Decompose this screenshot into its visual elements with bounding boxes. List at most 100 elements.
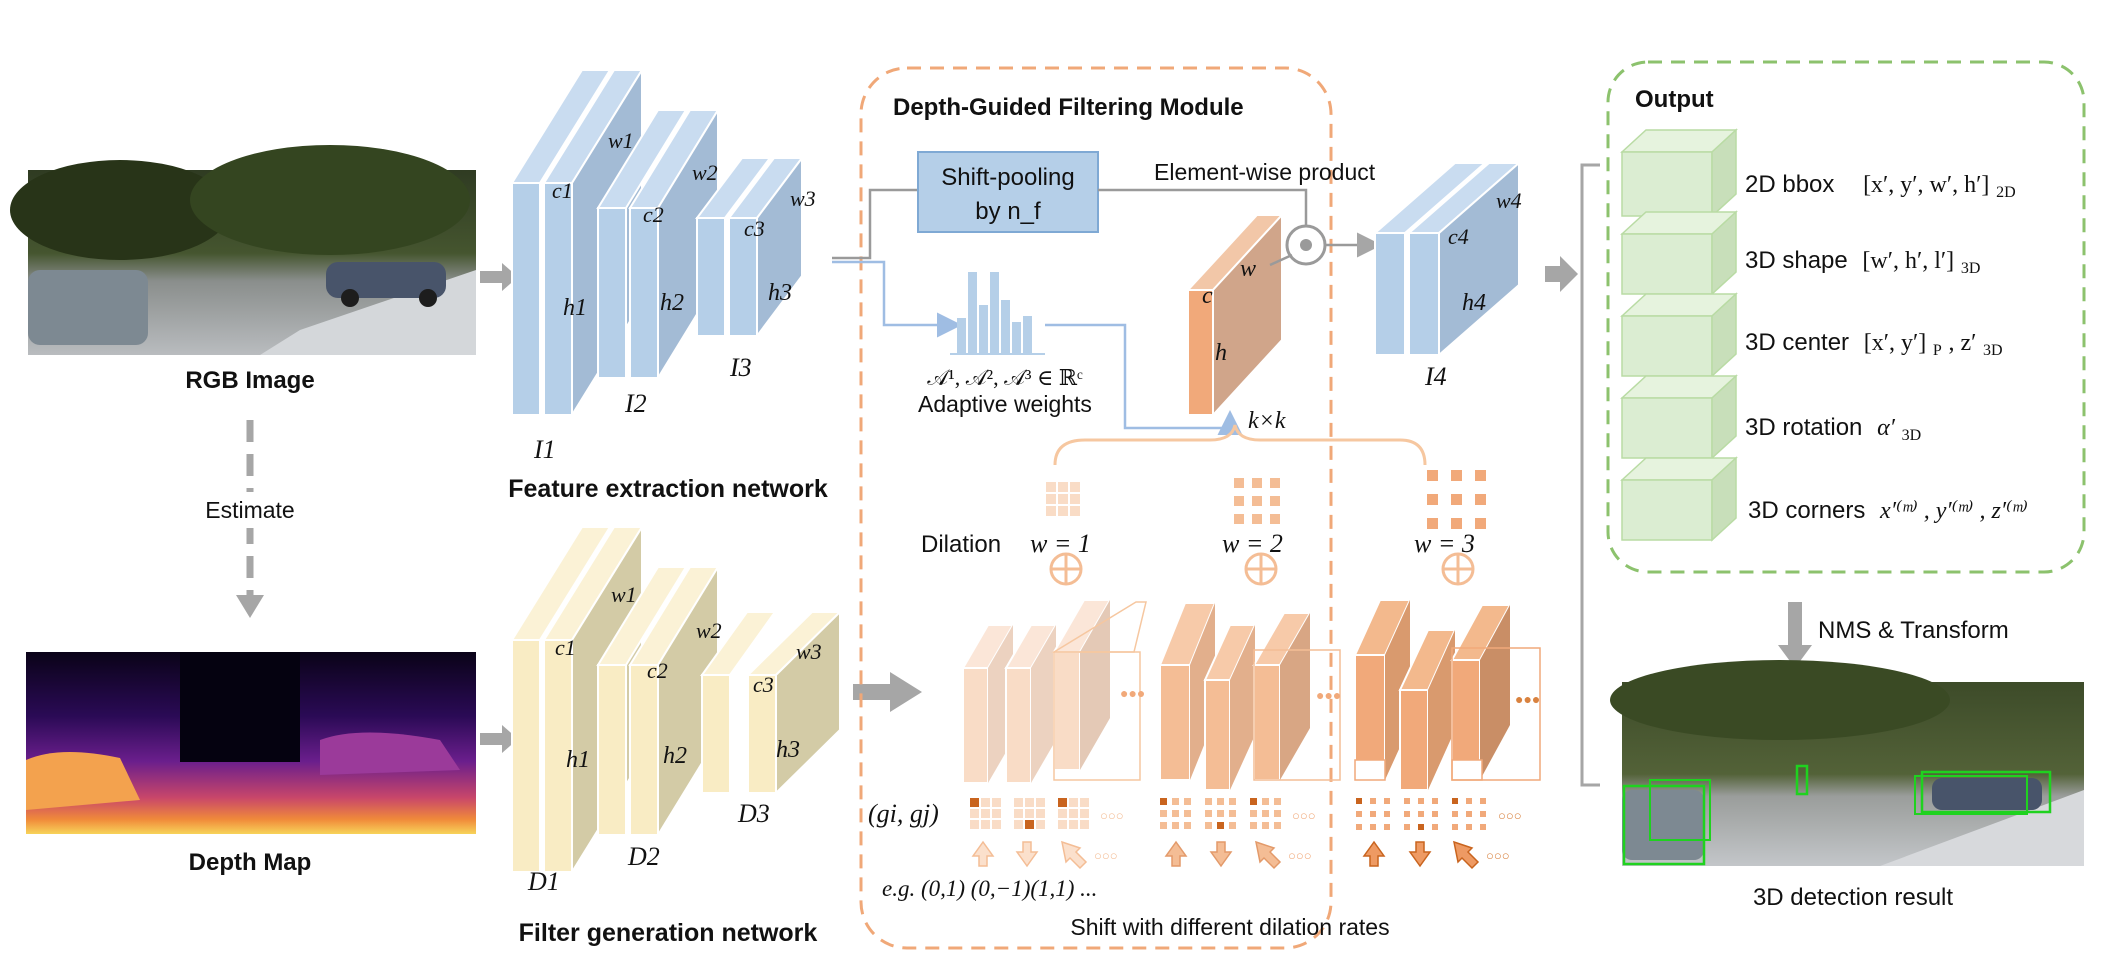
filter-c2: c2 [647,658,668,683]
svg-text:○○○: ○○○ [1100,808,1124,823]
plus-icon-1 [1049,552,1083,586]
feature-w3: w3 [790,186,816,211]
svg-text:●●●: ●●● [1316,687,1341,703]
output-map-c4: c4 [1448,224,1469,249]
feature-c2: c2 [643,202,664,227]
output-item-3d-corners: 3D corners x′⁽ᵐ⁾ , y′⁽ᵐ⁾ , z′⁽ᵐ⁾ [1748,497,2028,524]
filter-map-2 [596,563,720,839]
shift-pooling-box [917,151,1099,233]
shift-arrows-w2 [1164,840,1282,870]
rgb-to-feature-arrow [480,263,518,291]
plus-icon-3 [1441,552,1475,586]
filter-D3: D3 [737,799,770,828]
feature-map-2 [596,106,720,382]
example-shifts: e.g. (0,1) (0,−1)(1,1) ... [882,876,1097,901]
output-bracket [1580,163,1600,787]
feature-w1: w1 [608,128,634,153]
feature-h2: h2 [660,290,684,316]
shifted-stack-w1: ●●● [961,599,1147,784]
feature-net-title: Feature extraction network [508,475,828,503]
filter-map-3 [700,609,843,796]
feature-map-3 [695,155,804,339]
filter-h3: h3 [776,737,800,763]
output-map-w4: w4 [1496,188,1522,213]
output-feature-map [1372,160,1522,358]
depth-map-label: Depth Map [189,849,312,876]
shift-ellipsis-1: ○○○ [1094,848,1118,863]
kernel-h: h [1215,340,1227,366]
filter-D2: D2 [627,842,660,871]
dilation-brace [1053,424,1427,466]
feature-c3: c3 [744,216,765,241]
svg-text:○○○: ○○○ [1498,808,1522,823]
output-box [1606,60,2086,574]
filter-c1: c1 [555,635,576,660]
feature-h3: h3 [768,280,792,306]
adaptive-weights-histogram [950,272,1045,355]
estimate-label: Estimate [205,497,294,523]
feature-I3: I3 [729,353,752,382]
feature-c1: c1 [552,178,573,203]
shift-ellipsis-3: ○○○ [1486,848,1510,863]
detection-result-label: 3D detection result [1753,884,1953,911]
rgb-image [10,145,476,355]
output-item-2d-bbox: 2D bbox [x′, y′, w′, h′] 2D [1745,171,2016,201]
dilation-w3: w = 3 [1414,529,1475,558]
kxk-label: k×k [1248,408,1286,434]
depth-map [26,652,476,834]
depth-to-filter-arrow [480,725,518,753]
kernel-cube [1185,212,1285,418]
svg-text:○○○: ○○○ [1292,808,1316,823]
shift-ellipsis-2: ○○○ [1288,848,1312,863]
filter-w2: w2 [696,618,722,643]
filter-D1: D1 [527,867,560,896]
shift-arrows-w3 [1362,840,1480,870]
filter-w3: w3 [796,639,822,664]
output-cubes [1620,128,1738,542]
kernel-c: c [1202,283,1213,309]
detection-result-image [1610,660,2084,866]
dilation-grid-1 [1046,482,1080,516]
adaptive-formula: 𝒜¹, 𝒜², 𝒜³ ∈ ℝᶜ [927,365,1083,390]
output-item-3d-center: 3D center [x′, y′] P , z′ 3D [1745,329,2003,361]
adaptive-to-kernel-line [1045,323,1243,435]
dilation-grid-2 [1234,478,1280,524]
shift-arrows-w1 [971,840,1088,870]
svg-text:●●●: ●●● [1515,691,1540,707]
dilation-prefix: Dilation [921,531,1001,558]
kernel-to-product-line [1269,253,1293,267]
output-map-h4: h4 [1462,290,1486,316]
filter-net-title: Filter generation network [519,919,818,947]
shifted-stack-w3: ●●● [1353,599,1541,791]
output-map-I4: I4 [1424,362,1447,391]
shift-caption: Shift with different dilation rates [1070,914,1389,940]
feature-I2: I2 [624,389,647,418]
estimate-arrow-head [236,595,264,618]
filter-w1: w1 [611,582,637,607]
nms-arrow [1778,602,1812,668]
output-item-3d-shape: 3D shape [w′, h′, l′] 3D [1745,247,1980,277]
rgb-image-label: RGB Image [185,367,314,394]
plus-icon-2 [1244,552,1278,586]
dilation-w1: w = 1 [1030,529,1091,558]
gi-gj-label: (gi, gj) [868,799,939,828]
feature-I1: I1 [533,435,556,464]
dilation-w2: w = 2 [1222,529,1283,558]
filter-h1: h1 [566,747,590,773]
shift-pooling-line1: Shift-pooling [941,164,1074,191]
nms-label: NMS & Transform [1818,617,2009,644]
filter-generation-network [510,523,843,876]
filter-h2: h2 [663,743,687,769]
feature-w2: w2 [692,160,718,185]
output-title: Output [1635,86,1714,113]
dilation-grid-3 [1427,470,1486,529]
shiftpool-to-product-line [1098,188,1308,226]
dgf-module-title: Depth-Guided Filtering Module [893,94,1244,121]
i3-to-shiftpool-line [832,188,918,260]
shift-pooling-line2: by n_f [975,198,1041,225]
kernel-w: w [1240,256,1256,282]
adaptive-label: Adaptive weights [918,391,1092,417]
shift-grids: ○○○ ○○○ ○○○ [970,798,1522,830]
feature-extraction-network [510,66,804,419]
